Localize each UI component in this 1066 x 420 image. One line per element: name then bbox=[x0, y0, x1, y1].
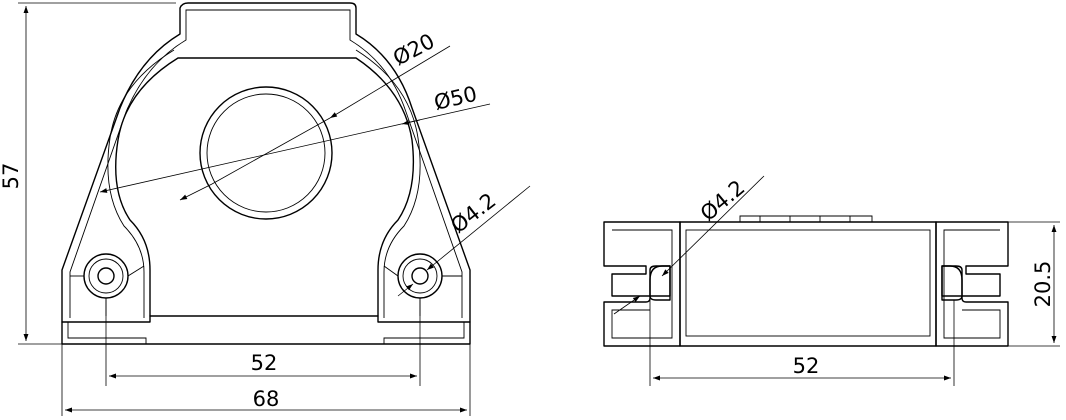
dim-label-height: 57 bbox=[0, 163, 23, 190]
side-dim-label-hole-diameter: Ø4.2 bbox=[696, 175, 750, 225]
body-outline-inner bbox=[69, 9, 463, 318]
housing-inner-contour-3 bbox=[355, 49, 421, 318]
side-dim-label-thickness: 20.5 bbox=[1031, 261, 1055, 308]
mounting-hole-right bbox=[383, 253, 462, 316]
housing-inner-contour-2 bbox=[107, 49, 175, 318]
side-body bbox=[679, 221, 937, 347]
side-view: 52 20.5 Ø4.2 bbox=[603, 175, 1060, 386]
dim-label-inner-diameter: Ø20 bbox=[389, 29, 438, 71]
connector-strip bbox=[739, 215, 873, 222]
side-dim-line-hole-diameter bbox=[613, 295, 641, 315]
front-view: 57 52 68 Ø20 Ø50 Ø4.2 bbox=[0, 2, 531, 416]
base-inner-line-right bbox=[383, 322, 465, 344]
dim-line-hole-diameter bbox=[397, 283, 414, 297]
dim-line-inner-diameter bbox=[179, 183, 213, 201]
left-flange-inner bbox=[611, 229, 673, 339]
right-flange-inner bbox=[943, 229, 1001, 339]
housing-inner-contour bbox=[115, 57, 415, 317]
side-dim-label-hole-spacing: 52 bbox=[793, 354, 820, 378]
side-body-inner bbox=[685, 229, 931, 337]
mounting-hole-left bbox=[70, 253, 145, 316]
base-inner-line bbox=[67, 322, 147, 344]
body-outline bbox=[61, 2, 471, 323]
dim-label-overall-width: 68 bbox=[253, 387, 280, 411]
dim-line-outer-diameter bbox=[99, 103, 491, 193]
center-bore-inner bbox=[206, 93, 326, 213]
left-flange bbox=[603, 221, 681, 347]
dim-label-hole-diameter: Ø4.2 bbox=[446, 188, 500, 238]
dim-label-outer-diameter: Ø50 bbox=[432, 82, 480, 115]
center-bore-outer bbox=[199, 86, 333, 220]
base-plate bbox=[61, 315, 471, 345]
dim-label-hole-spacing: 52 bbox=[251, 351, 278, 375]
right-flange bbox=[935, 221, 1009, 347]
